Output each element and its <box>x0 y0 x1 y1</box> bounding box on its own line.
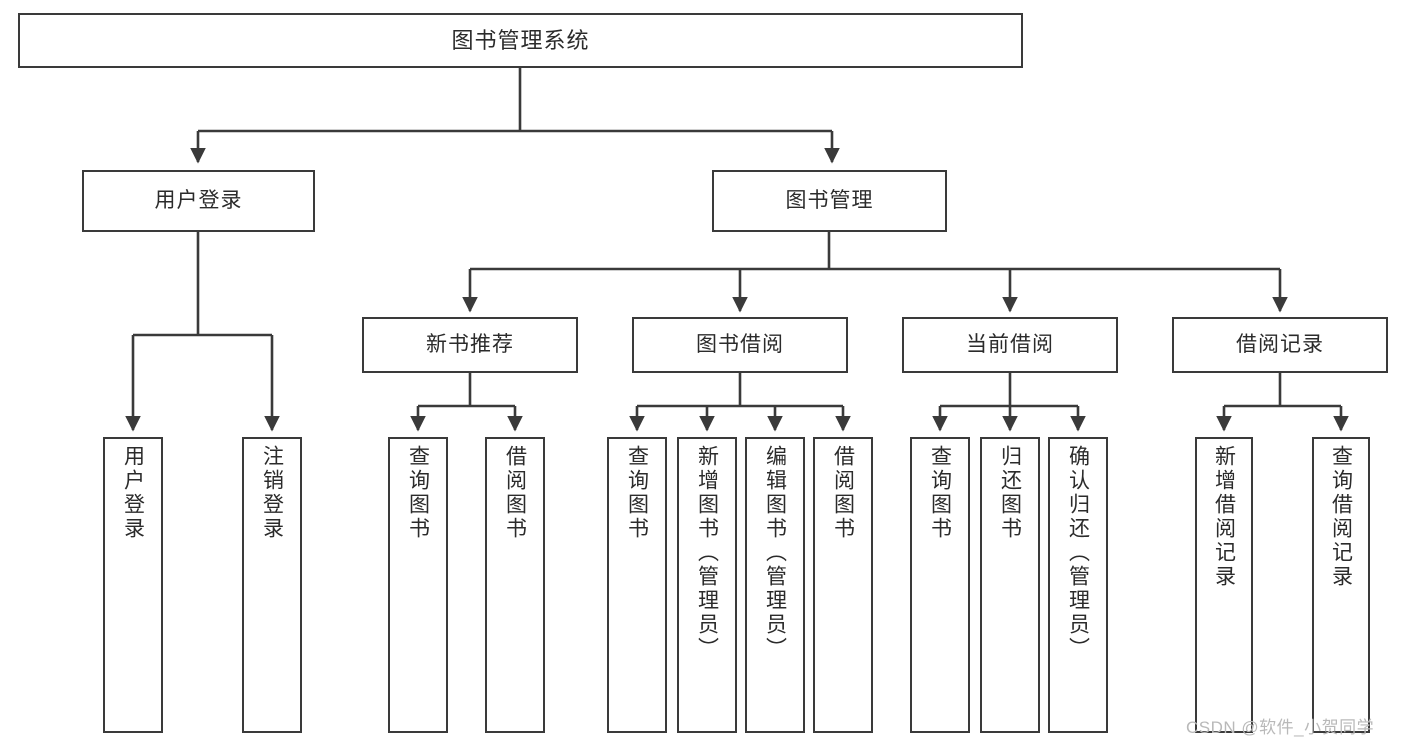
node-borrow-record[interactable]: 借阅记录 <box>1172 317 1388 373</box>
leaf-book-borrow-query-book[interactable]: 查询图书 <box>607 437 667 733</box>
node-label: 确认归还（管理员） <box>1066 445 1090 661</box>
leaf-borrow-record-add-record[interactable]: 新增借阅记录 <box>1195 437 1253 733</box>
node-label: 新增图书（管理员） <box>695 445 719 661</box>
node-label: 查询借阅记录 <box>1329 445 1353 589</box>
node-label: 图书借阅 <box>696 332 784 356</box>
node-current-borrow[interactable]: 当前借阅 <box>902 317 1118 373</box>
node-root-book-management-system[interactable]: 图书管理系统 <box>18 13 1023 68</box>
node-label: 新增借阅记录 <box>1212 445 1236 589</box>
node-label: 借阅记录 <box>1236 332 1324 356</box>
leaf-current-borrow-query-book[interactable]: 查询图书 <box>910 437 970 733</box>
node-label: 查询图书 <box>928 445 952 541</box>
leaf-current-borrow-confirm-return-admin[interactable]: 确认归还（管理员） <box>1048 437 1108 733</box>
leaf-book-borrow-edit-book-admin[interactable]: 编辑图书（管理员） <box>745 437 805 733</box>
leaf-new-book-borrow-book[interactable]: 借阅图书 <box>485 437 545 733</box>
node-user-login[interactable]: 用户登录 <box>82 170 315 232</box>
leaf-user-login-login[interactable]: 用户登录 <box>103 437 163 733</box>
node-label: 图书管理系统 <box>451 27 590 53</box>
node-label: 用户登录 <box>121 445 145 541</box>
node-label: 借阅图书 <box>831 445 855 541</box>
node-label: 用户登录 <box>154 188 243 212</box>
node-label: 图书管理 <box>785 188 874 212</box>
node-label: 编辑图书（管理员） <box>763 445 787 661</box>
node-new-book-recommend[interactable]: 新书推荐 <box>362 317 578 373</box>
node-label: 新书推荐 <box>426 332 514 356</box>
node-label: 归还图书 <box>998 445 1022 541</box>
node-label: 注销登录 <box>260 445 284 541</box>
leaf-user-login-logout[interactable]: 注销登录 <box>242 437 302 733</box>
leaf-current-borrow-return-book[interactable]: 归还图书 <box>980 437 1040 733</box>
leaf-borrow-record-query-record[interactable]: 查询借阅记录 <box>1312 437 1370 733</box>
node-label: 借阅图书 <box>503 445 527 541</box>
node-label: 查询图书 <box>406 445 430 541</box>
node-book-borrow[interactable]: 图书借阅 <box>632 317 848 373</box>
leaf-new-book-query-book[interactable]: 查询图书 <box>388 437 448 733</box>
leaf-book-borrow-borrow-book[interactable]: 借阅图书 <box>813 437 873 733</box>
node-label: 查询图书 <box>625 445 649 541</box>
leaf-book-borrow-add-book-admin[interactable]: 新增图书（管理员） <box>677 437 737 733</box>
node-book-management[interactable]: 图书管理 <box>712 170 947 232</box>
node-label: 当前借阅 <box>966 332 1054 356</box>
